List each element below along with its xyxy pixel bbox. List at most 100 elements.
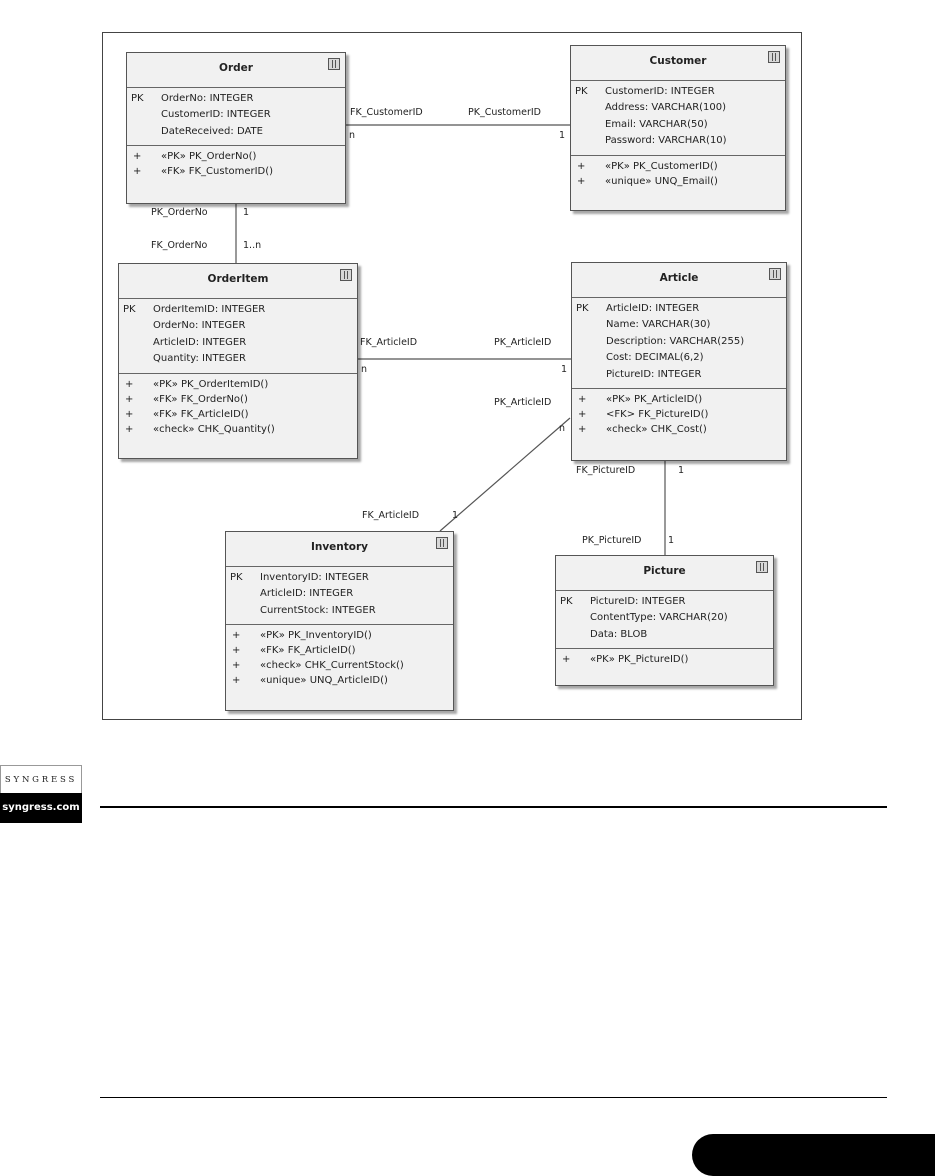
operation-row: + «check» CHK_Cost() (576, 422, 782, 437)
operation-visibility: + (232, 675, 241, 687)
attribute-key: PK (123, 304, 136, 315)
operation-row: +«FK» FK_ArticleID() (230, 643, 449, 658)
operation-row: + «PK» PK_InventoryID() (230, 628, 449, 643)
operation-row: + «check» CHK_CurrentStock() (230, 658, 449, 673)
operation-visibility: + (577, 160, 586, 172)
attribute-text: PictureID: INTEGER (606, 368, 702, 380)
attribute-text: Password: VARCHAR(10) (605, 135, 727, 147)
table-icon (436, 537, 448, 549)
multiplicity-orderitem-article-1: 1 (561, 364, 568, 375)
attribute-row: Email: VARCHAR(50) (575, 117, 781, 133)
relationship-lines (235, 124, 666, 555)
operation-visibility: + (232, 660, 241, 672)
attribute-text: Cost: DECIMAL(6,2) (606, 352, 704, 364)
operation-row: +«FK» FK_ArticleID() (123, 407, 353, 422)
operation-text: «check» CHK_CurrentStock() (260, 660, 404, 672)
operation-row: +«FK» FK_OrderNo() (123, 392, 353, 407)
operation-text: «FK» FK_ArticleID() (153, 408, 249, 420)
operation-row: +«PK» PK_OrderNo() (131, 149, 341, 164)
attribute-row: Cost: DECIMAL(6,2) (576, 350, 782, 366)
table-icon (340, 269, 352, 281)
operation-text: «PK» PK_ArticleID() (606, 393, 703, 405)
attribute-row: PictureID: INTEGER (576, 367, 782, 383)
operation-text: «FK» FK_OrderNo() (153, 393, 248, 405)
operation-row: +«PK» PK_OrderItemID() (123, 377, 353, 392)
table-icon (328, 58, 340, 70)
operation-visibility: + (578, 408, 587, 420)
operation-text: «PK» PK_CustomerID() (605, 160, 718, 172)
entity-name: Order (219, 62, 253, 74)
attribute-text: Email: VARCHAR(50) (605, 118, 708, 130)
relation-label-fk-articleid-inventory: FK_ArticleID (362, 510, 420, 521)
relation-label-pk-orderno: PK_OrderNo (151, 207, 208, 218)
multiplicity-article-picture-fk-1: 1 (678, 465, 685, 476)
attribute-row: Quantity: INTEGER (123, 351, 353, 367)
relation-label-fk-articleid: FK_ArticleID (360, 337, 418, 348)
multiplicity-order-customer-n: n (349, 130, 356, 141)
operation-row: + «PK» PK_CustomerID() (575, 159, 781, 174)
attribute-text: CustomerID: INTEGER (161, 109, 271, 121)
entity-title: Customer (571, 46, 785, 81)
relation-label-fk-orderno: FK_OrderNo (151, 240, 208, 251)
attribute-text: PictureID: INTEGER (590, 596, 686, 607)
operation-visibility: + (578, 423, 587, 435)
operation-text: «check» CHK_Cost() (606, 423, 707, 435)
syngress-brand: SYNGRESS (0, 765, 82, 793)
relation-inventory-article (439, 417, 571, 532)
entity-title: Inventory (226, 532, 453, 567)
entity-name: OrderItem (207, 273, 269, 285)
operation-row: +<FK> FK_PictureID() (576, 407, 782, 422)
multiplicity-orderno-1-n: 1..n (243, 240, 262, 251)
operation-text: «check» CHK_Quantity() (153, 423, 275, 435)
attribute-row: Data: BLOB (560, 627, 769, 643)
operation-list: + «PK» PK_InventoryID()+«FK» FK_ArticleID… (226, 625, 453, 692)
attribute-key: PK (575, 86, 588, 97)
operation-visibility: + (232, 630, 241, 642)
operation-text: «FK» FK_CustomerID() (161, 166, 274, 178)
attribute-key: PK (576, 303, 589, 314)
attribute-text: ContentType: VARCHAR(20) (590, 612, 728, 624)
attribute-text: InventoryID: INTEGER (260, 572, 369, 583)
attribute-text: ArticleID: INTEGER (153, 336, 247, 348)
bottom-rule (100, 1097, 887, 1098)
attribute-row: DateReceived: DATE (131, 124, 341, 140)
attribute-row: CurrentStock: INTEGER (230, 603, 449, 619)
entity-name: Customer (649, 55, 707, 67)
operation-visibility: + (578, 393, 587, 405)
operation-list: +«PK» PK_OrderItemID()+«FK» FK_OrderNo()… (119, 374, 357, 441)
operation-row: +«PK» PK_PictureID() (560, 652, 769, 667)
attribute-row: ArticleID: INTEGER (123, 335, 353, 351)
operation-row: +«check» CHK_Quantity() (123, 422, 353, 437)
entity-title: Picture (556, 556, 773, 591)
operation-list: +«PK» PK_OrderNo()+«FK» FK_CustomerID() (127, 146, 345, 183)
syngress-logo: SYNGRESS syngress.com (0, 765, 82, 823)
operation-text: «unique» UNQ_Email() (605, 175, 718, 187)
attribute-row: Name: VARCHAR(30) (576, 317, 782, 333)
operation-text: «PK» PK_InventoryID() (260, 630, 372, 642)
attribute-row: Description: VARCHAR(255) (576, 334, 782, 350)
operation-visibility: + (133, 151, 142, 163)
operation-visibility: + (133, 166, 142, 178)
multiplicity-article-picture-pk-1: 1 (668, 535, 675, 546)
multiplicity-inventory-article-1: 1 (452, 510, 459, 521)
operation-list: + «PK» PK_CustomerID()+ «unique» UNQ_Email… (571, 156, 785, 193)
operation-text: «PK» PK_OrderItemID() (153, 378, 269, 390)
er-diagram: FK_CustomerID PK_CustomerID n 1 PK_Order… (102, 32, 802, 720)
relation-label-pk-customerid: PK_CustomerID (468, 107, 541, 118)
attribute-text: Quantity: INTEGER (153, 353, 246, 365)
